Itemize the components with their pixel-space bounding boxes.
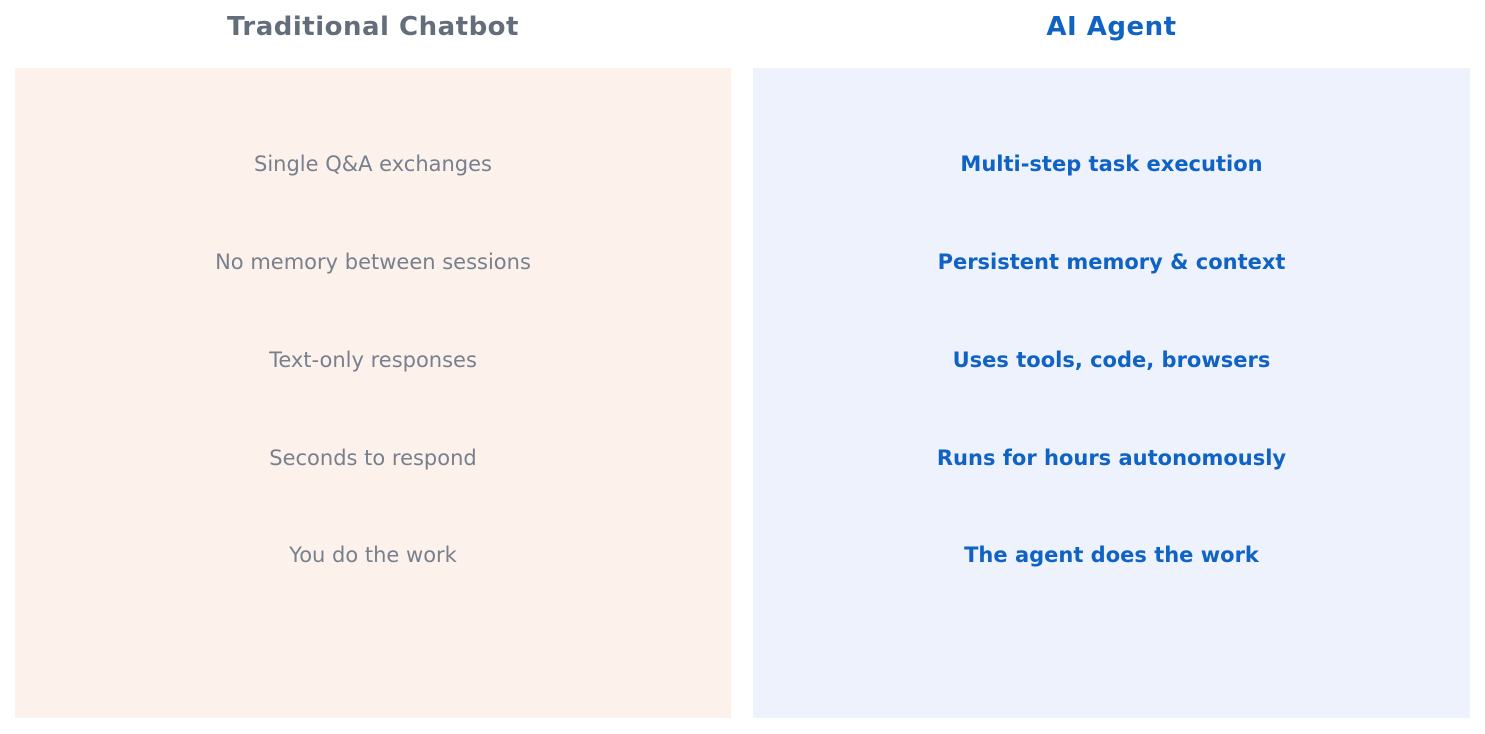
- agent-item: Runs for hours autonomously: [936, 446, 1287, 470]
- chatbot-item: Seconds to respond: [269, 446, 477, 470]
- chatbot-item: Single Q&A exchanges: [253, 152, 492, 176]
- agent-item: The agent does the work: [964, 543, 1259, 567]
- agent-item: Multi-step task execution: [960, 152, 1263, 176]
- chatbot-item: Text-only responses: [269, 348, 477, 372]
- chatbot-item: You do the work: [289, 543, 457, 567]
- chatbot-item: No memory between sessions: [215, 250, 531, 274]
- agent-item: Persistent memory & context: [937, 250, 1286, 274]
- right-column-title: AI Agent: [1046, 12, 1177, 42]
- agent-item: Uses tools, code, browsers: [952, 348, 1271, 372]
- chatbot-panel: Single Q&A exchanges No memory between s…: [15, 68, 731, 718]
- left-column-title: Traditional Chatbot: [227, 12, 519, 42]
- agent-panel: Multi-step task execution Persistent mem…: [753, 68, 1470, 718]
